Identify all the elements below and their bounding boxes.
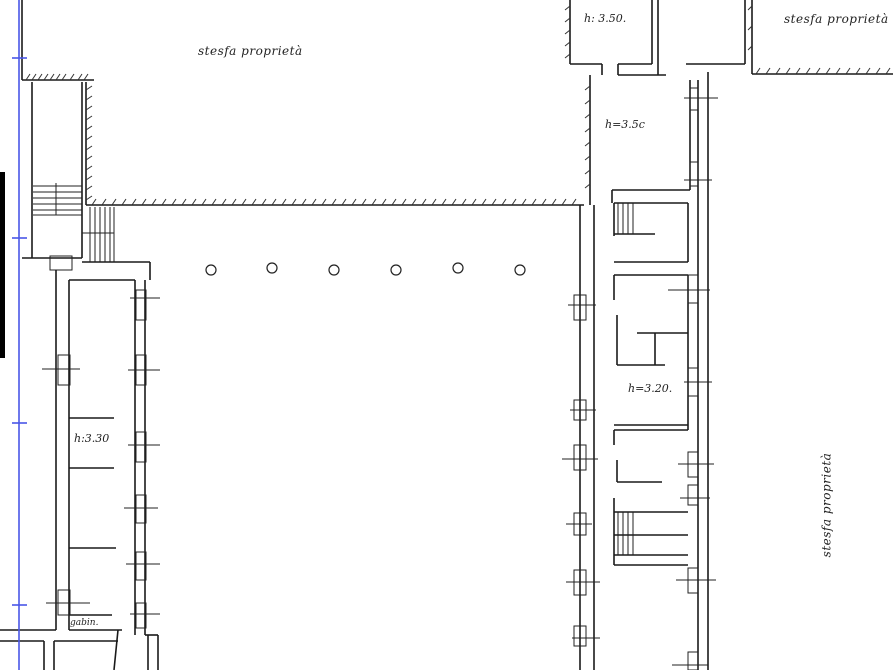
left-wing [0,261,160,670]
top-left-boundary [21,0,94,81]
reference-axis [12,0,27,670]
label-property-right-vertical: stesfa proprietà [819,452,834,558]
label-bathroom: gabin. [70,618,99,628]
label-property-top-center: stesfa proprietà [198,44,303,58]
label-height-left-corridor: h:3.30 [74,432,110,445]
label-height-right-upper: h=3.5c [605,118,645,131]
courtyard-top-wall [86,198,584,206]
label-height-right-middle: h=3.20. [628,382,673,395]
label-property-top-right: stesfa proprietà [784,12,889,26]
right-building [562,0,893,670]
stair-tower-left [22,82,115,271]
portico-columns [205,262,526,276]
label-height-top-room: h: 3.50. [584,12,627,25]
scan-edge-bar [0,172,5,358]
